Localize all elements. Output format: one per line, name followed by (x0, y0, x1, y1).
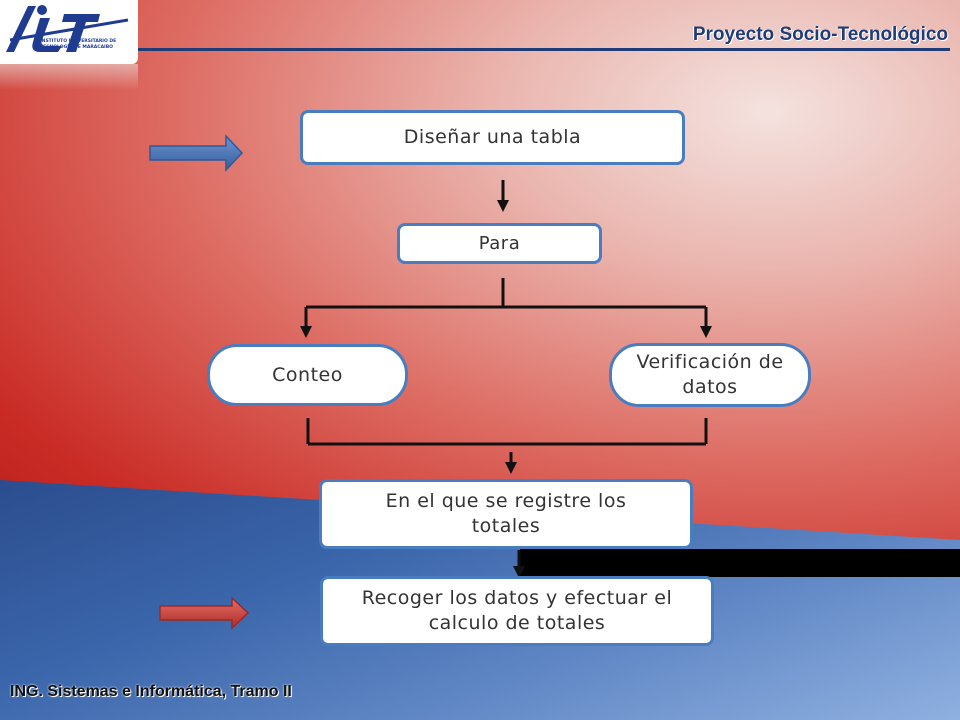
split-connector (304, 278, 708, 329)
black-band (520, 549, 960, 577)
step-register-totals: En el que se registre los totales (319, 479, 693, 549)
blue-side-arrow-icon (149, 134, 244, 172)
arrow-down-right-icon (700, 326, 712, 338)
arrow-down-left-icon (300, 326, 312, 338)
arrow-down-icon (513, 550, 525, 578)
branch-conteo: Conteo (207, 344, 408, 406)
arrow-down-icon (505, 452, 517, 474)
iut-logo-icon: INSTITUTO UNIVERSITARIO DE TECNOLOGÍA DE… (6, 5, 129, 52)
header-divider (138, 48, 950, 51)
footer-label: ING. Sistemas e Informática, Tramo II (10, 683, 292, 700)
step-collect-data: Recoger los datos y efectuar el calculo … (320, 576, 714, 646)
join-connector (306, 418, 708, 446)
institution-logo: INSTITUTO UNIVERSITARIO DE TECNOLOGÍA DE… (0, 0, 138, 64)
step-para: Para (397, 223, 602, 264)
step-design-table: Diseñar una tabla (300, 110, 685, 165)
svg-text:TECNOLOGÍA DE MARACAIBO: TECNOLOGÍA DE MARACAIBO (40, 42, 113, 50)
red-side-arrow-icon (159, 596, 250, 630)
logo-reflection (0, 64, 138, 90)
page-title: Proyecto Socio-Tecnológico (692, 24, 948, 45)
branch-verificacion: Verificación de datos (609, 343, 811, 407)
arrow-down-icon (497, 180, 509, 212)
svg-text:INSTITUTO UNIVERSITARIO DE: INSTITUTO UNIVERSITARIO DE (40, 38, 116, 44)
background-red (0, 0, 960, 560)
